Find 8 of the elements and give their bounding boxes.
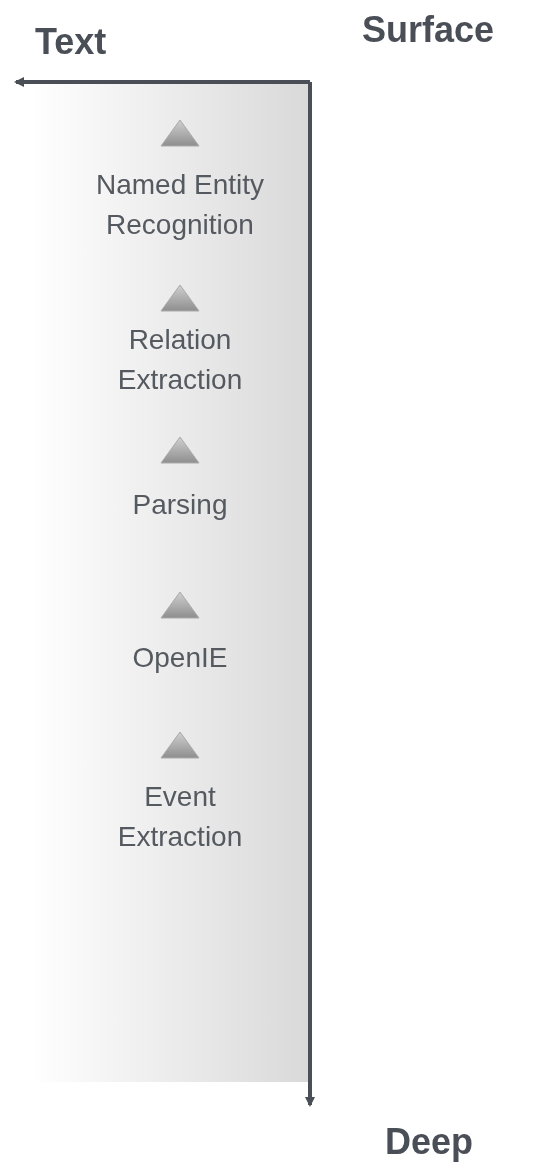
axis-label: Deep (385, 1120, 475, 1164)
axis-label: Surface (362, 8, 496, 52)
technique-label: OpenIE (131, 641, 229, 675)
technique-label: Parsing (131, 488, 229, 522)
technique-label: Event Extraction (116, 780, 244, 854)
technique-label: Named Entity Recognition (94, 168, 266, 242)
technique-label: Relation Extraction (116, 323, 244, 397)
axis-label: Text (35, 20, 108, 64)
